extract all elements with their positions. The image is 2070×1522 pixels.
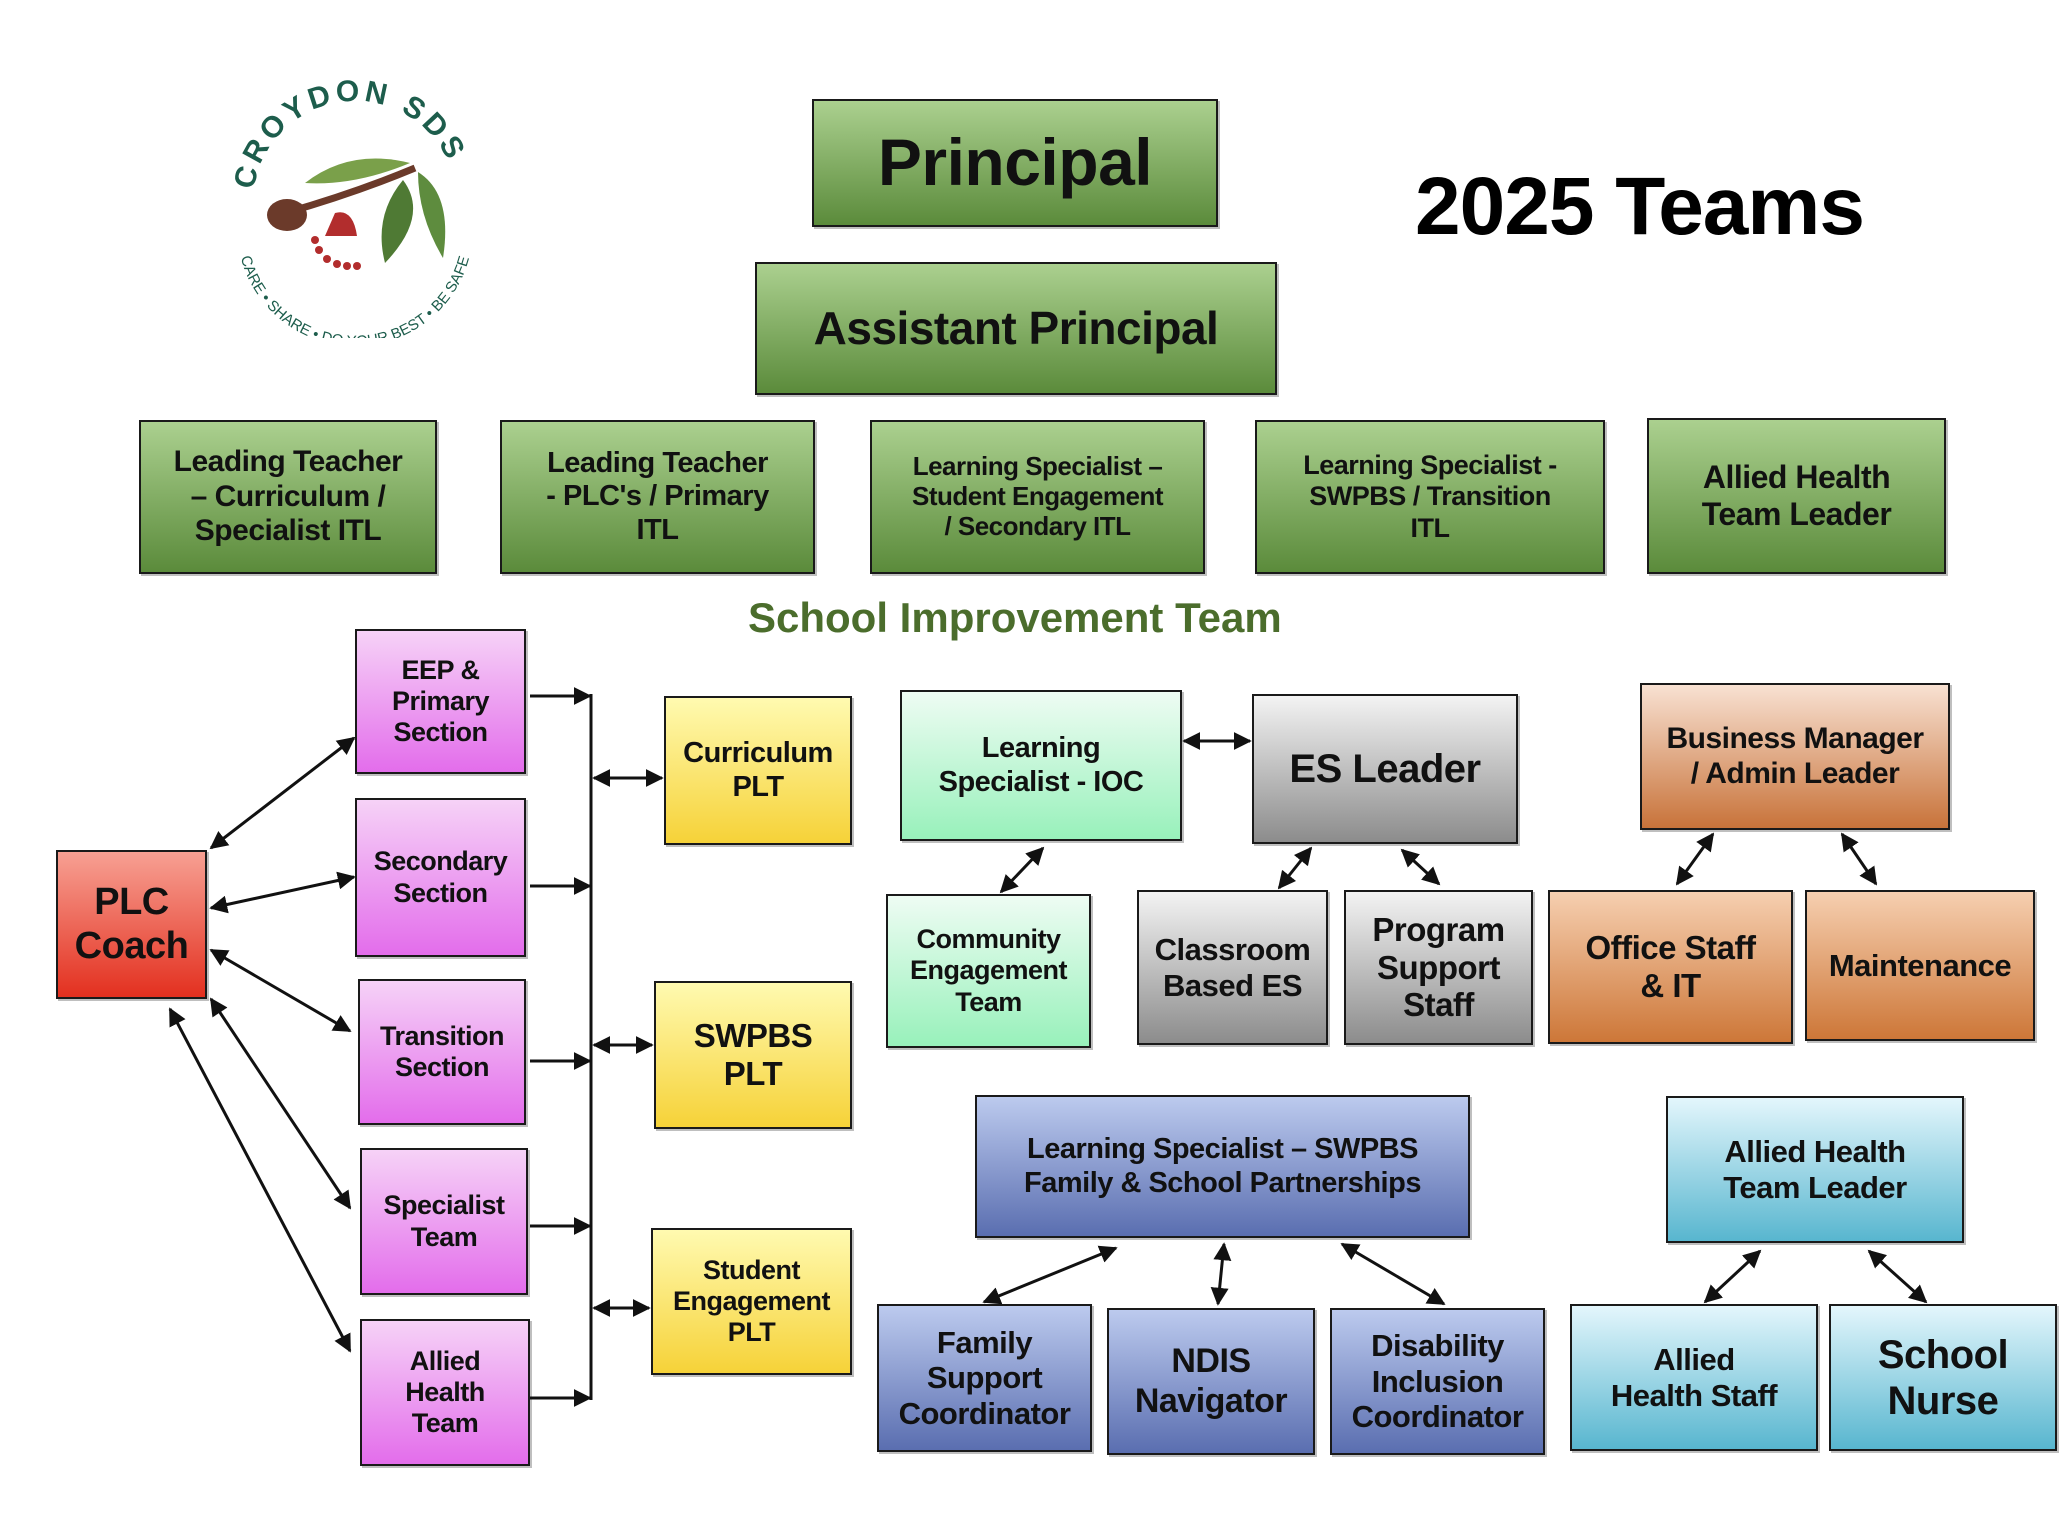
es-leader-box: ES Leader: [1252, 694, 1518, 844]
leadership-box: Leading Teacher – Curriculum / Specialis…: [139, 420, 437, 574]
principal-box: Principal: [812, 99, 1218, 227]
leadership-box: Learning Specialist - SWPBS / Transition…: [1255, 420, 1605, 574]
school-logo: CROYDON SDS CARE • SHARE • DO YOUR BEST …: [228, 74, 473, 338]
plt-box: Student Engagement PLT: [651, 1228, 852, 1375]
school-nurse-box: School Nurse: [1829, 1304, 2057, 1451]
ndis-box: NDIS Navigator: [1107, 1308, 1315, 1455]
ioc-box: Learning Specialist - IOC: [900, 690, 1182, 841]
plt-box: Curriculum PLT: [664, 696, 852, 845]
leadership-box: Allied Health Team Leader: [1647, 418, 1946, 574]
allied-health-staff-box: Allied Health Staff: [1570, 1304, 1818, 1451]
section-box: Secondary Section: [355, 798, 526, 957]
classroom-es-box: Classroom Based ES: [1137, 890, 1328, 1045]
program-support-box: Program Support Staff: [1344, 890, 1533, 1045]
allied-health-leader-box: Allied Health Team Leader: [1666, 1096, 1964, 1243]
section-box: Allied Health Team: [360, 1319, 530, 1466]
plc-coach-box: PLC Coach: [56, 850, 207, 999]
office-staff-box: Office Staff & IT: [1548, 890, 1793, 1044]
section-box: Transition Section: [358, 979, 526, 1125]
business-manager-box: Business Manager / Admin Leader: [1640, 683, 1950, 830]
maintenance-box: Maintenance: [1805, 890, 2035, 1041]
section-box: EEP & Primary Section: [355, 629, 526, 774]
family-support-box: Family Support Coordinator: [877, 1304, 1092, 1452]
page-title: 2025 Teams: [1415, 161, 1865, 252]
leadership-box: Leading Teacher - PLC's / Primary ITL: [500, 420, 815, 574]
plt-box: SWPBS PLT: [654, 981, 852, 1129]
assistant-principal-box: Assistant Principal: [755, 262, 1277, 395]
disability-box: Disability Inclusion Coordinator: [1330, 1308, 1545, 1455]
section-box: Specialist Team: [360, 1148, 528, 1295]
section-label: School Improvement Team: [748, 594, 1282, 641]
community-box: Community Engagement Team: [886, 894, 1091, 1048]
swpbs-family-box: Learning Specialist – SWPBS Family & Sch…: [975, 1095, 1470, 1238]
leadership-box: Learning Specialist – Student Engagement…: [870, 420, 1205, 574]
